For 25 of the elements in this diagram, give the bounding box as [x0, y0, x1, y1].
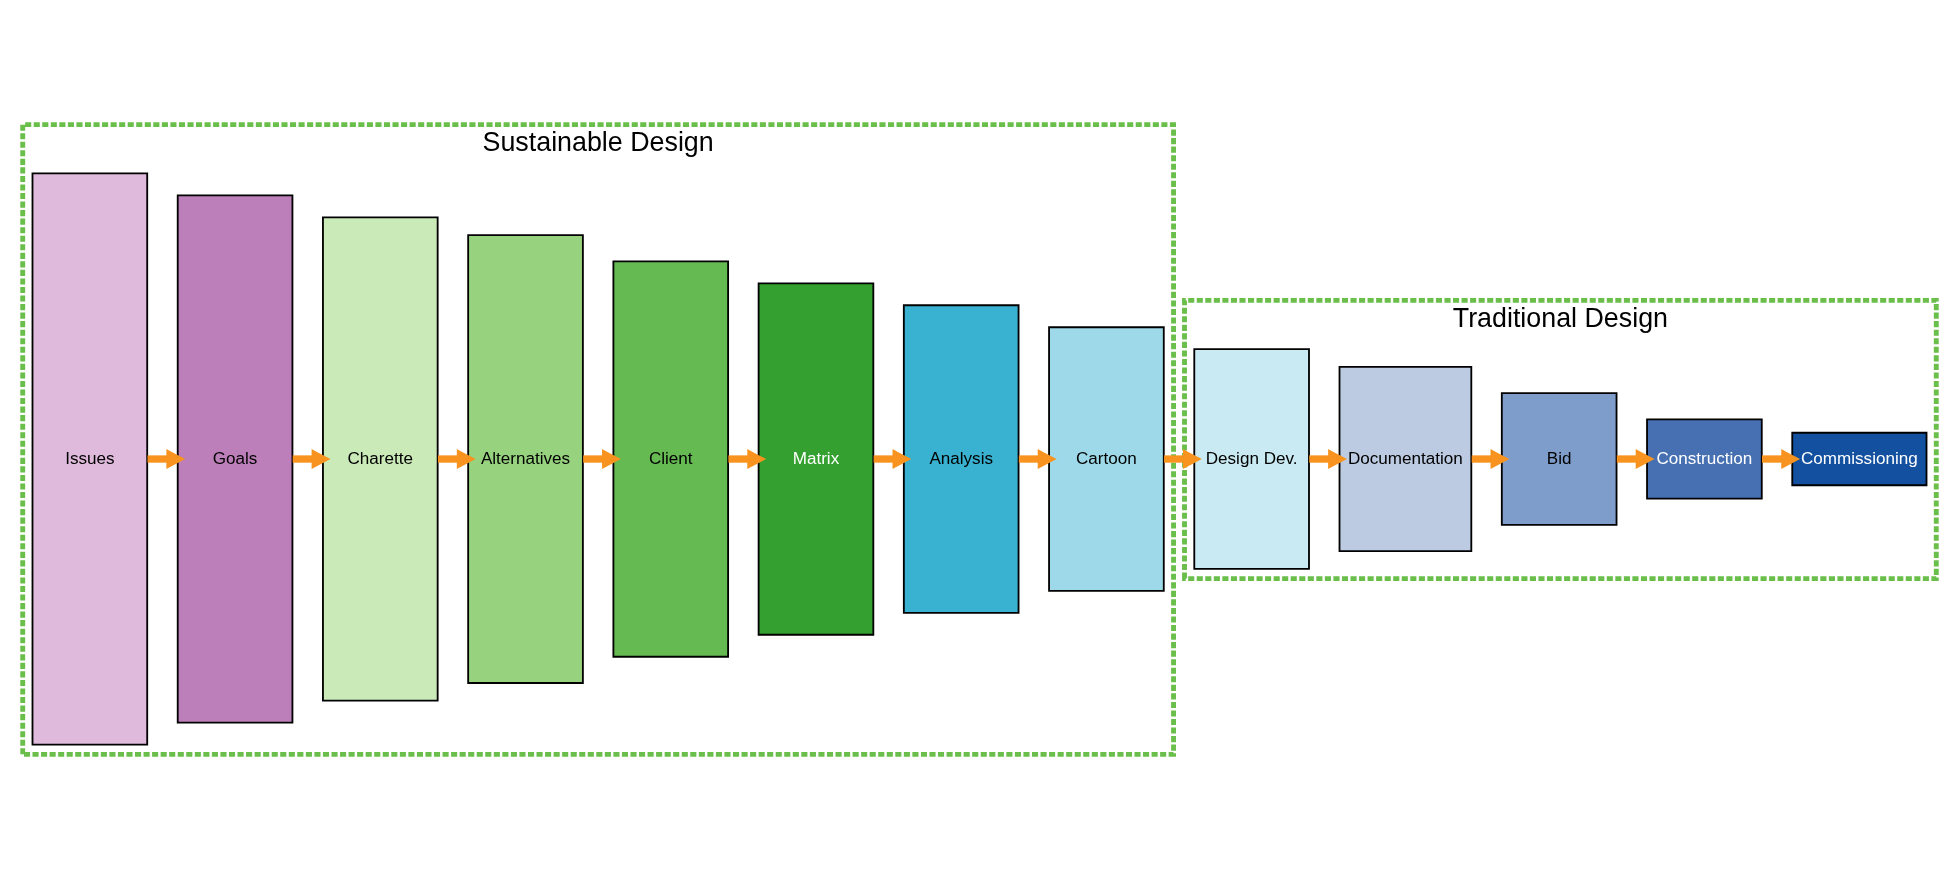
node-box: Charette — [322, 216, 439, 702]
node-box: Construction — [1646, 418, 1763, 500]
arrow — [583, 449, 621, 469]
node-box: Design Dev. — [1193, 348, 1310, 570]
node-box: Bid — [1500, 392, 1618, 526]
node-box: Analysis — [902, 304, 1020, 614]
node-box: Commissioning — [1791, 431, 1928, 487]
arrow — [1616, 449, 1655, 469]
arrow — [437, 449, 476, 469]
node-box: Documentation — [1338, 365, 1473, 553]
node-box: Alternatives — [467, 234, 584, 684]
arrow — [1164, 449, 1202, 469]
node-box: Matrix — [757, 282, 875, 636]
node-box: Client — [612, 260, 729, 658]
arrow — [873, 449, 912, 469]
arrow — [1309, 449, 1347, 469]
arrow — [728, 449, 767, 469]
node-box: Goals — [176, 194, 294, 724]
node-box: Cartoon — [1048, 326, 1165, 592]
arrow — [1762, 449, 1801, 469]
arrow — [292, 449, 331, 469]
arrow — [147, 449, 186, 469]
arrow — [1018, 449, 1057, 469]
arrow — [1471, 449, 1510, 469]
node-box: Issues — [31, 172, 149, 746]
